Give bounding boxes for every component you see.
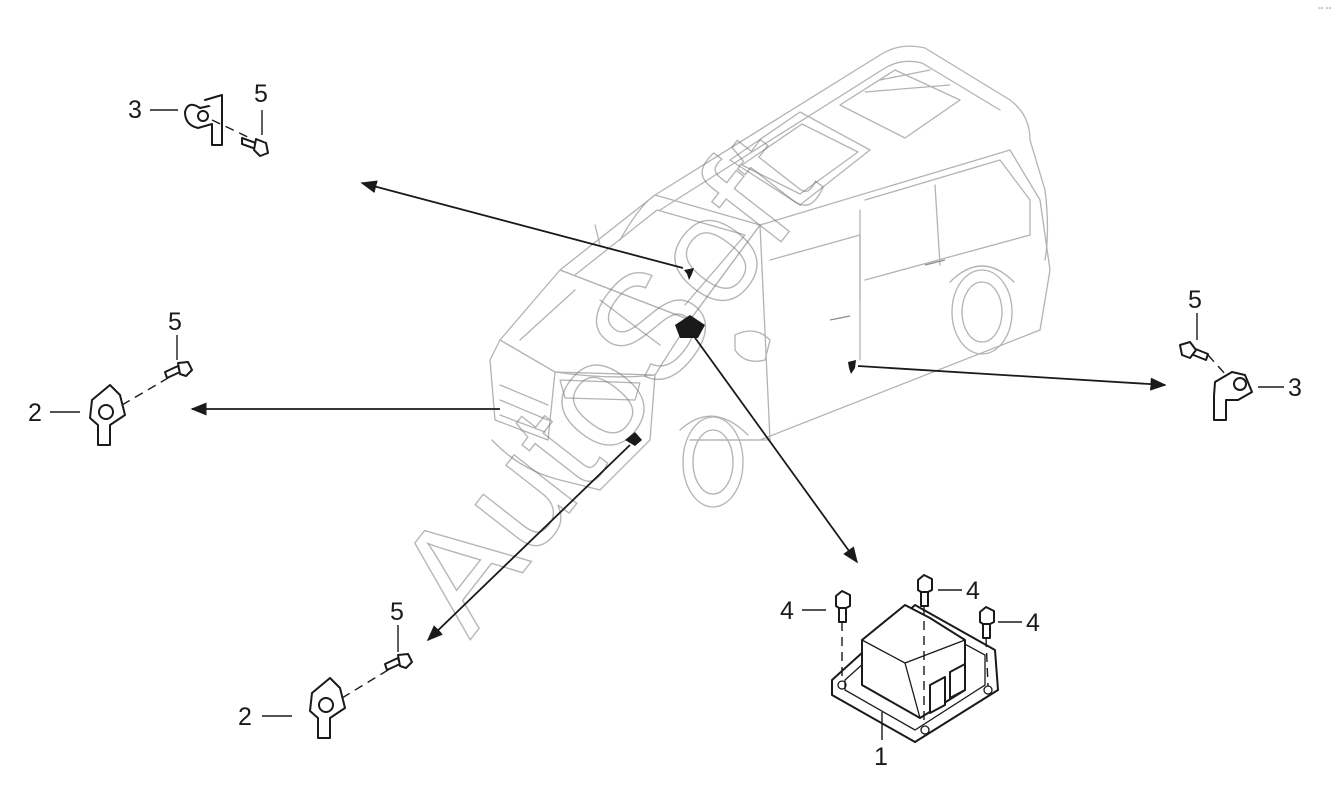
watermark-text: AutoSoft [363, 103, 850, 660]
side-impact-sensor-right [1213, 371, 1253, 421]
sensor-location-marks [625, 268, 856, 446]
dashed-axis-front-lower-bolt [341, 669, 389, 699]
callout-5-front-upper: 5 [168, 308, 182, 336]
airbag-control-unit [831, 604, 999, 743]
dashed-axis-top-left-bolt [211, 119, 251, 139]
arrow-to-right-side-sensor [857, 365, 1167, 391]
corner-mark: °° °° [1318, 6, 1331, 14]
bolt-4-top [917, 574, 933, 607]
callout-4-left: 4 [780, 597, 794, 625]
bolt-5-top-left [241, 137, 269, 157]
front-impact-sensor-upper [89, 384, 126, 446]
bolt-4-right [979, 606, 995, 639]
callout-4-top: 4 [966, 577, 980, 605]
callout-4-right: 4 [1026, 609, 1040, 637]
bolt-5-front-lower [384, 653, 413, 671]
front-impact-sensor-lower [309, 677, 346, 739]
side-impact-sensor-upper-left [184, 94, 223, 146]
side-door-sensor-mark [848, 360, 856, 374]
arrow-to-upper-side-sensor [360, 180, 684, 269]
bolt-5-front-upper [164, 361, 193, 379]
location-arrows [190, 180, 1167, 642]
bolt-5-right [1179, 341, 1209, 361]
callout-5-right: 5 [1188, 286, 1202, 314]
front-sensor-mark [625, 432, 642, 446]
callout-5-top-left: 5 [254, 80, 268, 108]
arrow-to-front-sensor-bottom [426, 444, 631, 642]
callout-5-front-lower: 5 [390, 598, 404, 626]
callout-3-top-left: 3 [128, 96, 142, 124]
vehicle-outline [489, 45, 1051, 508]
callout-3-right: 3 [1288, 374, 1302, 402]
callout-2-upper: 2 [28, 399, 42, 427]
upper-side-sensor-mark [684, 268, 694, 280]
callout-2-lower: 2 [238, 703, 252, 731]
watermark: AutoSoft [362, 102, 850, 660]
ecu-location-mark [675, 315, 705, 338]
callout-1: 1 [874, 743, 888, 771]
dashed-axis-bolt-4-right [985, 637, 989, 687]
bolt-4-left [835, 590, 851, 623]
dashed-axis-front-upper-bolt [121, 377, 169, 406]
arrow-to-ecu [692, 334, 858, 564]
dashed-axis-right-bolt [1207, 354, 1227, 376]
